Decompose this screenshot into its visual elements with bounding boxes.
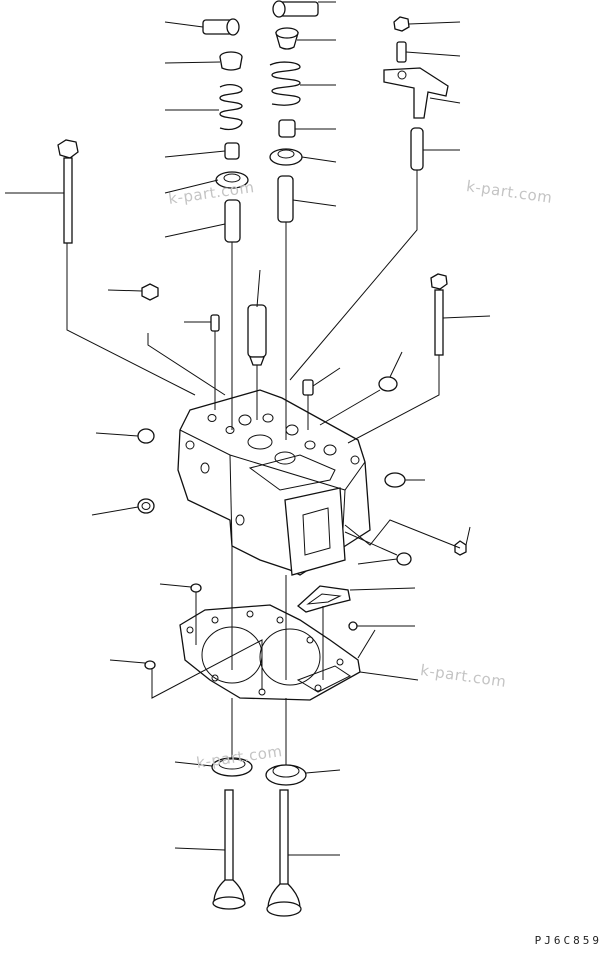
valve-seat-right bbox=[265, 764, 307, 786]
spring-seat-middle bbox=[269, 148, 303, 166]
plug-bottom bbox=[396, 552, 412, 566]
valve-guide-left bbox=[224, 199, 241, 243]
valve-stem-seal-middle bbox=[278, 119, 296, 138]
seal-ring-left bbox=[137, 498, 155, 514]
valve-seat-left bbox=[211, 757, 253, 777]
drawing-code: PJ6C859 bbox=[534, 934, 602, 947]
expansion-plug-right bbox=[378, 376, 398, 392]
manifold-gasket bbox=[296, 585, 351, 613]
spring-retainer-middle bbox=[275, 27, 299, 50]
valve-cap-middle bbox=[272, 0, 319, 18]
valve-cap-left bbox=[202, 18, 240, 36]
plug-side bbox=[384, 472, 406, 488]
exhaust-valve bbox=[266, 789, 302, 917]
head-bolt-right bbox=[430, 273, 448, 356]
rocker-assembly bbox=[383, 16, 449, 171]
nozzle-sleeve bbox=[247, 304, 267, 366]
valve-spring-left bbox=[219, 84, 243, 131]
spring-retainer-left bbox=[219, 51, 243, 71]
middle-valve-stack bbox=[269, 0, 319, 223]
nut bbox=[393, 16, 410, 32]
cup-plug-top bbox=[141, 283, 159, 301]
valve-guide-middle bbox=[277, 175, 294, 223]
leader-lines bbox=[5, 1, 491, 856]
head-bolt-left bbox=[57, 139, 79, 244]
adjust-screw bbox=[396, 41, 407, 63]
left-valve-stack bbox=[202, 18, 249, 243]
valve-stem-seal-left bbox=[224, 142, 240, 160]
cylinder-head-gasket bbox=[179, 604, 361, 701]
assembly-guide-lines bbox=[66, 170, 461, 765]
screw-plug bbox=[454, 540, 467, 556]
push-rod bbox=[410, 127, 424, 171]
cylinder-head bbox=[177, 389, 371, 576]
rocker-arm bbox=[383, 67, 449, 119]
dowel-pin-right bbox=[302, 379, 314, 396]
intake-valve bbox=[212, 789, 246, 910]
expansion-plug-left bbox=[137, 428, 155, 444]
dowel-pin-left bbox=[210, 314, 220, 332]
spring-seat-left bbox=[215, 171, 249, 189]
valve-spring-middle bbox=[269, 61, 301, 106]
